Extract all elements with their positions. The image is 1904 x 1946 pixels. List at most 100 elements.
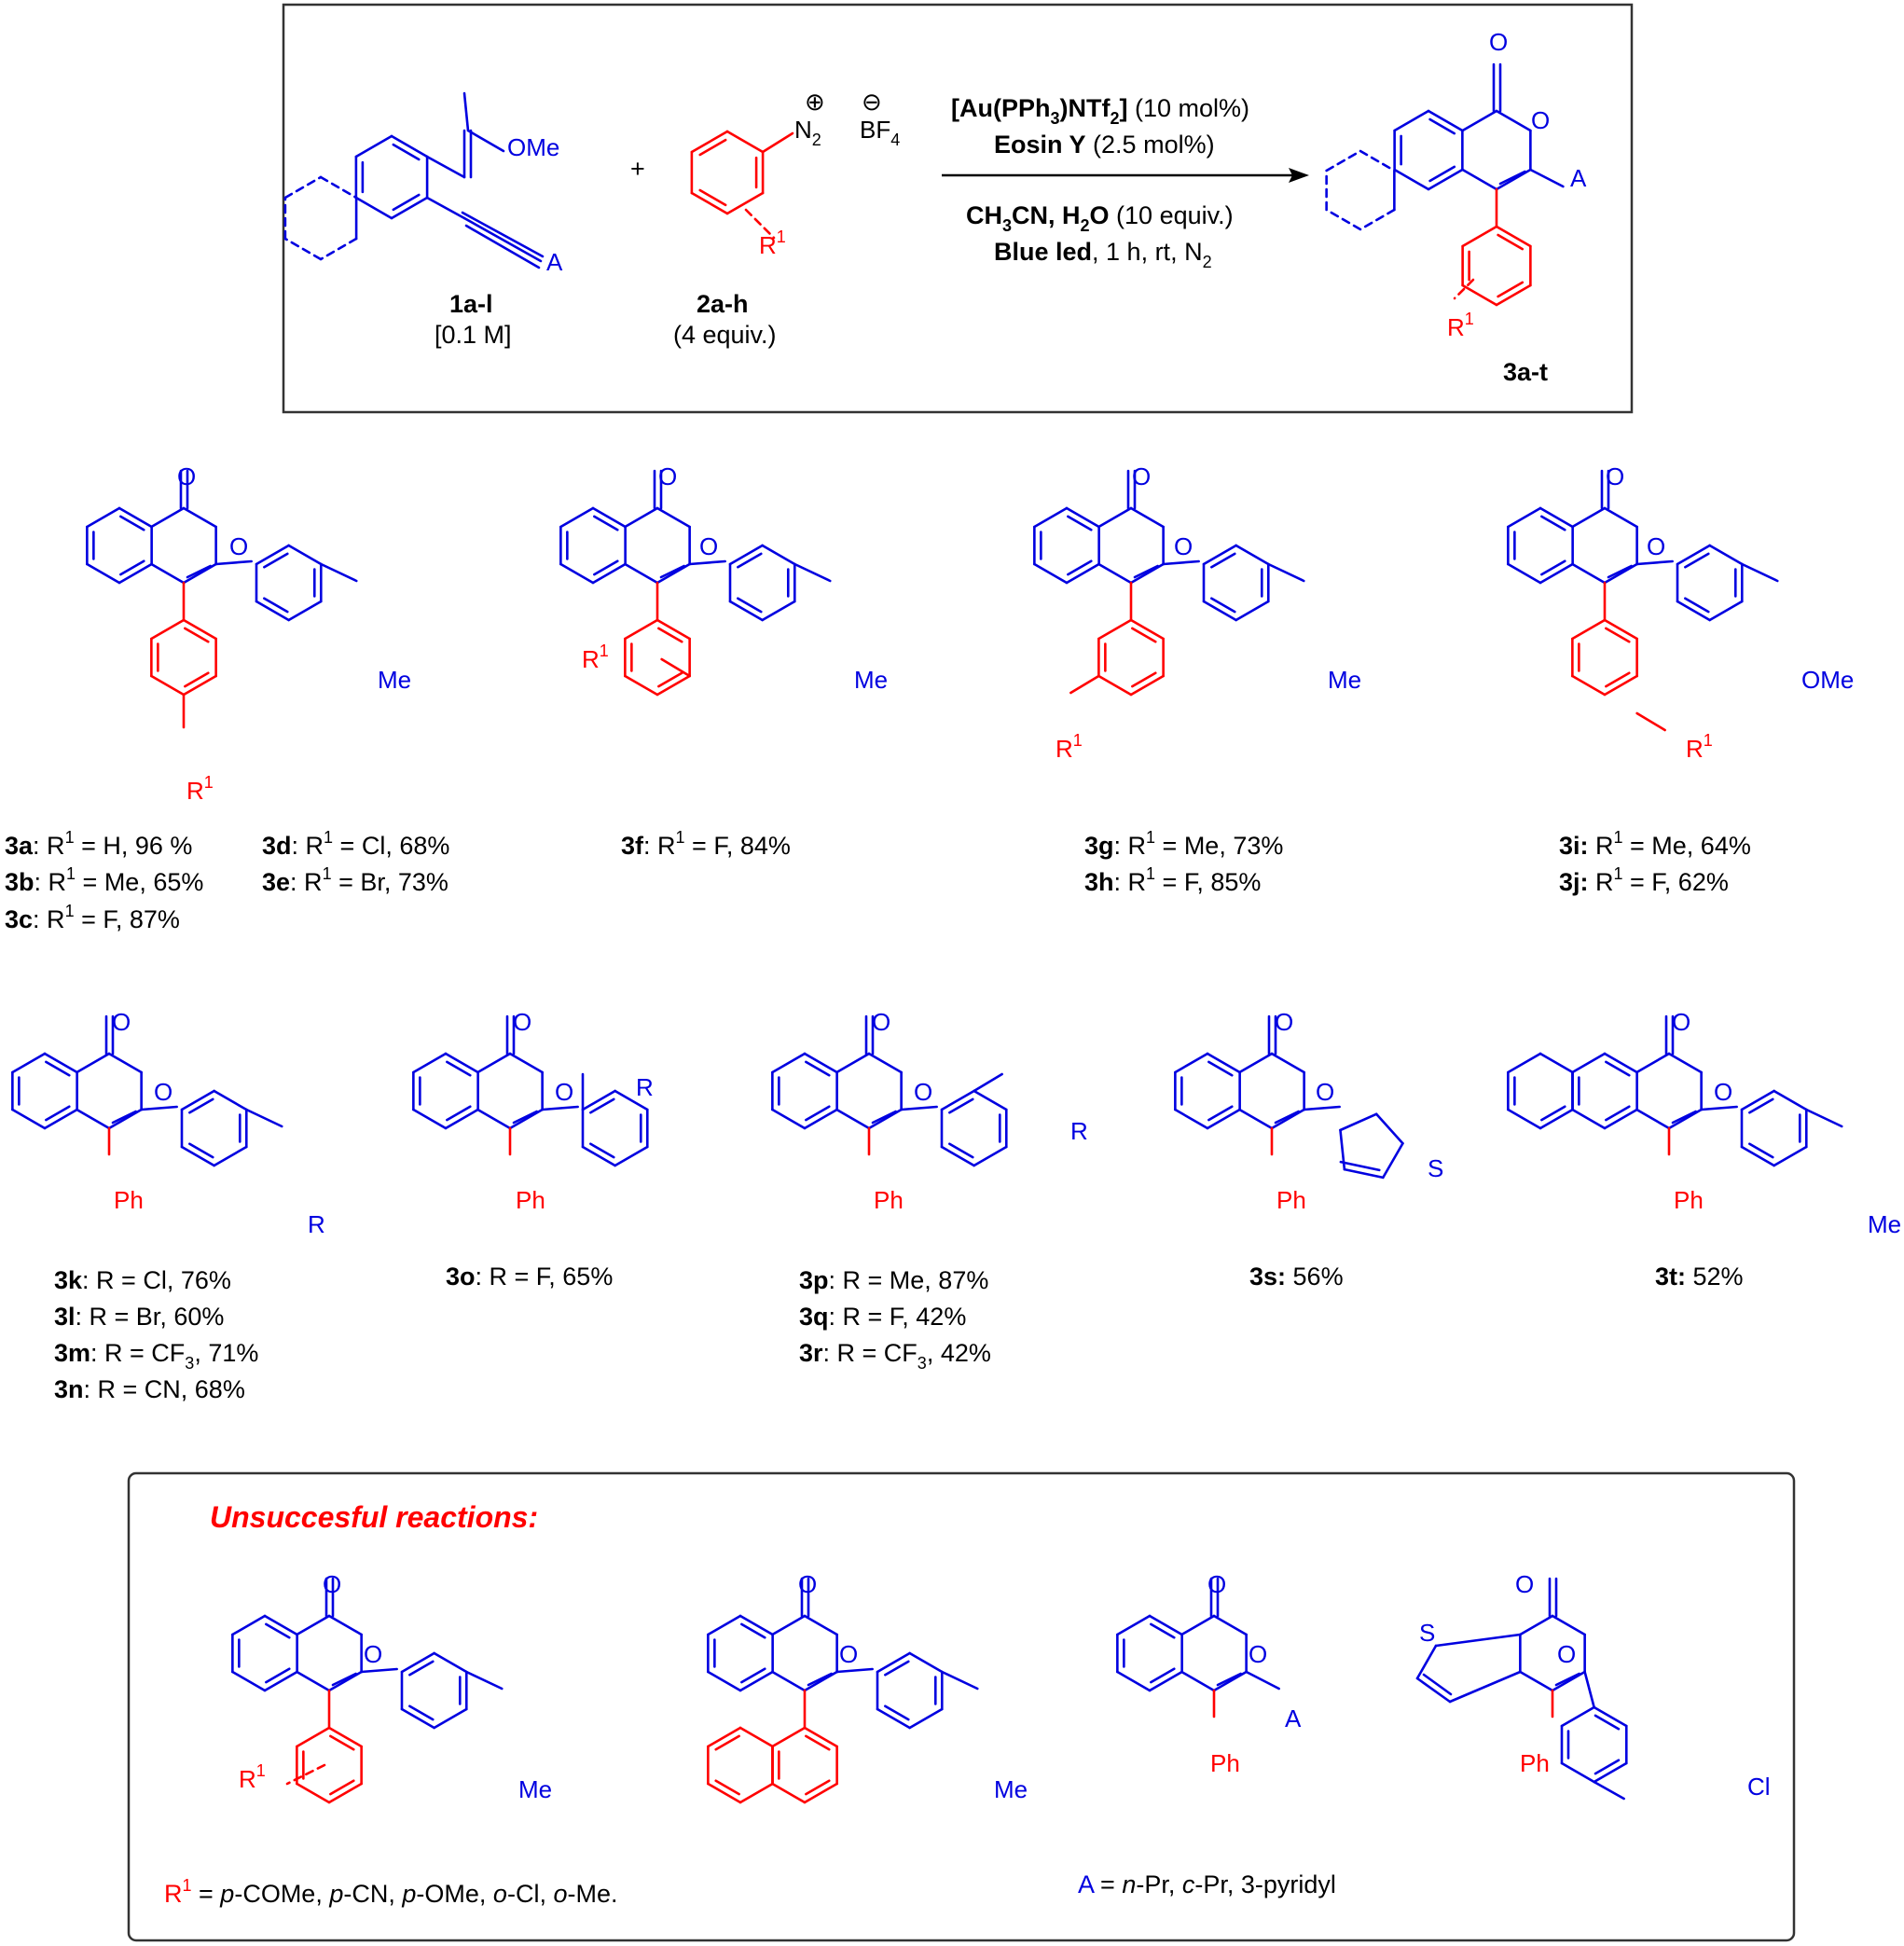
bond (1374, 1112, 1404, 1145)
o-label: O (914, 1078, 932, 1106)
bond (296, 1614, 331, 1636)
bond (188, 1142, 214, 1159)
bond (738, 1670, 774, 1692)
caption-3q: 3q: R = F, 42% (799, 1303, 966, 1331)
me-label: Me (1868, 1210, 1901, 1238)
bond (182, 674, 217, 697)
bond (327, 1614, 363, 1636)
o-label: O (112, 1008, 131, 1036)
bond (182, 506, 217, 529)
bond (184, 627, 210, 643)
bond (761, 600, 796, 622)
bond (1507, 562, 1542, 585)
bond (464, 224, 541, 269)
o-label: O (154, 1078, 172, 1106)
bond (1708, 600, 1744, 622)
bond (1359, 149, 1396, 173)
bond (1571, 1108, 1607, 1130)
bond (1605, 671, 1631, 688)
bond (1593, 1761, 1628, 1784)
bond (107, 1052, 143, 1074)
bond (591, 562, 627, 585)
bond (263, 1670, 298, 1692)
bond (1097, 562, 1133, 585)
bond (1603, 1108, 1638, 1130)
bond (296, 1726, 331, 1748)
bond (591, 506, 627, 529)
product-carbonyl-O: O (1489, 28, 1508, 56)
bond (807, 1672, 833, 1687)
bond (464, 1670, 504, 1691)
bond (707, 1782, 742, 1804)
bond (1381, 1141, 1404, 1180)
bond (213, 1145, 248, 1167)
bond (461, 211, 545, 258)
bond (737, 597, 763, 614)
bond (1434, 1633, 1522, 1648)
bond (319, 175, 358, 200)
bond (803, 1726, 838, 1748)
plus-sign: + (630, 155, 645, 183)
bond (1635, 559, 1674, 566)
bond (1497, 281, 1525, 298)
bond (327, 1782, 363, 1804)
bond (589, 1142, 615, 1159)
bond (1339, 1160, 1381, 1172)
bond (771, 1782, 807, 1804)
bond (45, 1060, 71, 1077)
bond (1428, 165, 1456, 183)
bond (771, 1614, 807, 1636)
caption-3g: 3g: R1 = Me, 73% (1084, 828, 1283, 860)
bond (1495, 168, 1532, 191)
bond (714, 1779, 740, 1796)
sm1-concentration: [0.1 M] (435, 321, 512, 349)
bond (1519, 1670, 1554, 1692)
o-label: O (658, 462, 677, 490)
bond (180, 1145, 215, 1167)
bond (508, 1052, 544, 1074)
bond (908, 1707, 944, 1730)
bond (1635, 711, 1666, 732)
bond (1174, 1108, 1209, 1130)
bond (624, 562, 659, 585)
bond (1603, 618, 1638, 641)
bond (446, 1060, 472, 1077)
bond (1538, 1108, 1574, 1130)
bond (803, 1614, 838, 1636)
r1-label: R1 (186, 773, 214, 805)
bond (329, 1779, 355, 1796)
bond (444, 1108, 479, 1130)
bond (581, 1089, 616, 1111)
ph-label: Ph (1276, 1186, 1306, 1214)
bond (1148, 1614, 1183, 1636)
bond (1593, 1780, 1625, 1801)
bond (738, 1782, 774, 1804)
bond (1270, 1052, 1305, 1074)
ph-label: Ph (1210, 1749, 1240, 1777)
bond (1708, 544, 1744, 566)
bond (1538, 506, 1574, 529)
bond (412, 1052, 448, 1074)
bond (1303, 1105, 1341, 1111)
bond (740, 1622, 766, 1639)
bond (244, 1108, 283, 1128)
sm1-label: 1a-l (449, 290, 493, 318)
ome-label: OMe (1801, 666, 1854, 694)
bond (150, 674, 186, 697)
bond (948, 1097, 974, 1114)
bond (319, 237, 358, 261)
bond (1274, 1110, 1300, 1125)
bond (1538, 562, 1574, 585)
o-label: O (555, 1078, 573, 1106)
bond (707, 1614, 742, 1636)
bond (1507, 1052, 1542, 1074)
bond (390, 196, 429, 220)
bond (1560, 1705, 1595, 1728)
bond (1571, 618, 1607, 641)
bond (1554, 1672, 1580, 1687)
sm2-equiv: (4 equiv.) (673, 321, 777, 349)
bond (805, 1779, 831, 1796)
condition-solvent: CH3CN, H2O (10 equiv.) (966, 201, 1234, 235)
bond (283, 237, 323, 261)
bond (1339, 1112, 1378, 1132)
